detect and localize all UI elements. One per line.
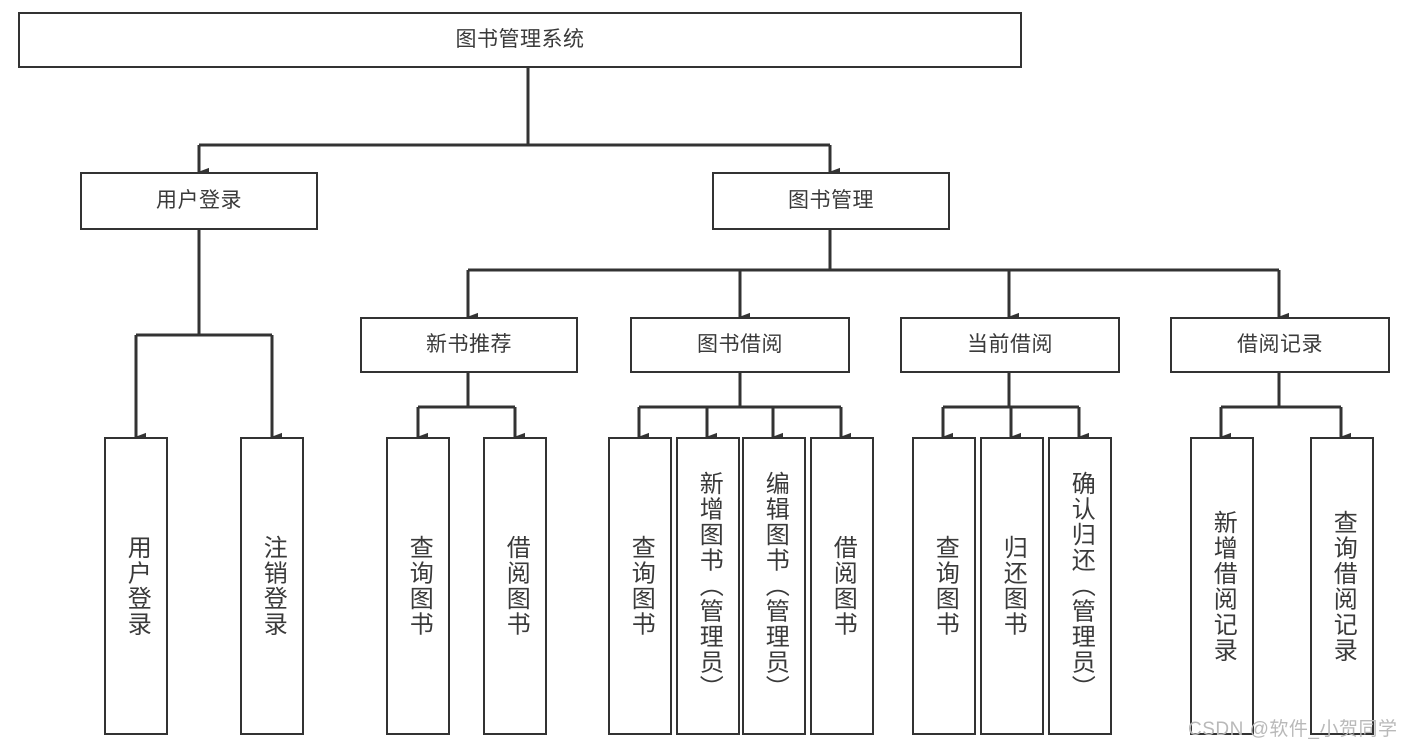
leaf-leaf-borrow-book[interactable]: 借阅图书 [810,437,874,735]
leaf-leaf-query-book-cur[interactable]: 查询图书 [912,437,976,735]
leaf-leaf-edit-book-label: 编辑图书（管理员） [761,471,789,701]
leaf-leaf-query-book-rec[interactable]: 查询图书 [386,437,450,735]
leaf-leaf-user-login-label: 用户登录 [123,535,151,637]
leaf-leaf-query-book-borrow[interactable]: 查询图书 [608,437,672,735]
leaf-leaf-confirm-return[interactable]: 确认归还（管理员） [1048,437,1112,735]
leaf-leaf-edit-book[interactable]: 编辑图书（管理员） [742,437,806,735]
leaf-leaf-query-record[interactable]: 查询借阅记录 [1310,437,1374,735]
node-current-borrow[interactable]: 当前借阅 [900,317,1120,373]
node-root[interactable]: 图书管理系统 [18,12,1022,68]
leaf-leaf-user-logout[interactable]: 注销登录 [240,437,304,735]
node-book-manage-label: 图书管理 [788,188,874,212]
leaf-leaf-add-book[interactable]: 新增图书（管理员） [676,437,740,735]
node-new-book-rec-label: 新书推荐 [426,332,512,356]
node-borrow-record-label: 借阅记录 [1237,332,1323,356]
leaf-leaf-query-record-label: 查询借阅记录 [1329,509,1357,663]
leaf-leaf-return-book[interactable]: 归还图书 [980,437,1044,735]
node-current-borrow-label: 当前借阅 [967,332,1053,356]
leaf-leaf-add-record-label: 新增借阅记录 [1209,509,1237,663]
watermark: CSDN @软件_小贺同学 [1188,719,1398,740]
leaf-leaf-user-login[interactable]: 用户登录 [104,437,168,735]
leaf-leaf-borrow-book-rec-label: 借阅图书 [502,535,530,637]
leaf-leaf-borrow-book-rec[interactable]: 借阅图书 [483,437,547,735]
node-root-label: 图书管理系统 [455,27,585,51]
leaf-leaf-add-book-label: 新增图书（管理员） [695,471,723,701]
leaf-leaf-return-book-label: 归还图书 [999,535,1027,637]
leaf-leaf-user-logout-label: 注销登录 [259,535,287,637]
node-new-book-rec[interactable]: 新书推荐 [360,317,578,373]
node-book-manage[interactable]: 图书管理 [712,172,950,230]
node-book-borrow-label: 图书借阅 [697,332,783,356]
leaf-leaf-borrow-book-label: 借阅图书 [829,535,857,637]
leaf-leaf-query-book-borrow-label: 查询图书 [627,535,655,637]
node-user-login[interactable]: 用户登录 [80,172,318,230]
leaf-leaf-query-book-cur-label: 查询图书 [931,535,959,637]
leaf-leaf-confirm-return-label: 确认归还（管理员） [1067,471,1095,701]
node-user-login-label: 用户登录 [156,188,242,212]
leaf-leaf-add-record[interactable]: 新增借阅记录 [1190,437,1254,735]
leaf-leaf-query-book-rec-label: 查询图书 [405,535,433,637]
node-borrow-record[interactable]: 借阅记录 [1170,317,1390,373]
node-book-borrow[interactable]: 图书借阅 [630,317,850,373]
